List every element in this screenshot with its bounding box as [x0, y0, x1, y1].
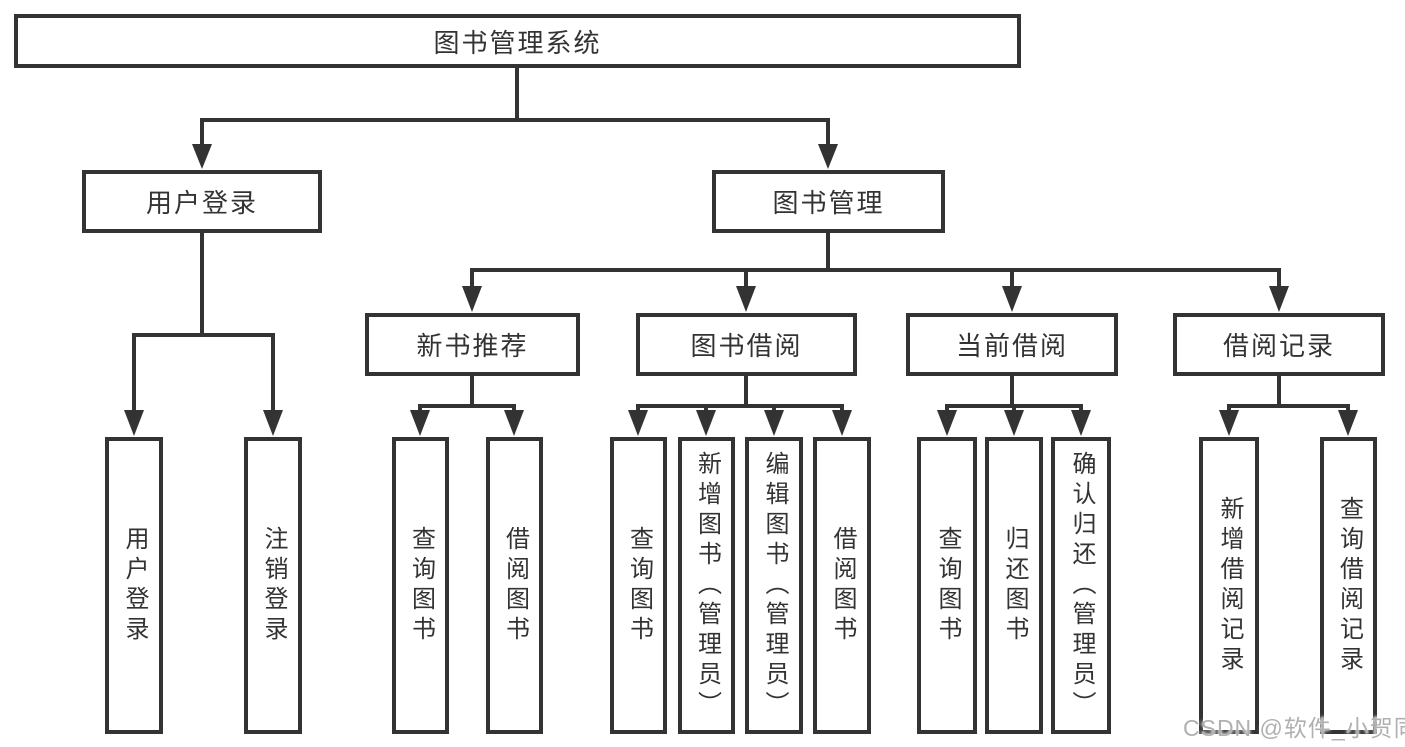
arrowhead-user-login-leaf	[124, 410, 144, 436]
arrowhead-new-book-recommend	[462, 286, 482, 312]
node-bb-add-books-admin-label: 新增图书（管理员）	[693, 450, 721, 721]
node-library-system-label: 图书管理系统	[433, 27, 602, 58]
node-nr-borrow-books-label: 借阅图书	[501, 525, 529, 646]
arrowhead-bb-edit	[764, 410, 784, 436]
node-cb-return-books-label: 归还图书	[1001, 525, 1028, 646]
node-br-add-record: 新增借阅记录	[1199, 437, 1259, 734]
node-book-borrow: 图书借阅	[636, 313, 857, 376]
node-logout-label: 注销登录	[260, 525, 287, 646]
node-nr-query-books-label: 查询图书	[407, 525, 435, 646]
node-bb-borrow-books: 借阅图书	[813, 437, 871, 734]
node-logout: 注销登录	[244, 437, 302, 734]
node-cb-query-books: 查询图书	[917, 437, 977, 734]
node-user-login-leaf-label: 用户登录	[121, 525, 148, 646]
node-borrow-records: 借阅记录	[1173, 313, 1385, 376]
node-user-login-label: 用户登录	[145, 188, 258, 218]
node-nr-query-books: 查询图书	[392, 437, 449, 734]
arrowhead-bb-query	[628, 410, 648, 436]
arrowhead-logout	[263, 410, 283, 436]
node-user-login-leaf: 用户登录	[105, 437, 163, 734]
arrowhead-borrow-records	[1269, 286, 1289, 312]
node-bb-edit-books-admin: 编辑图书（管理员）	[745, 437, 803, 734]
node-cb-query-books-label: 查询图书	[934, 525, 961, 646]
arrowhead-br-query	[1338, 410, 1358, 436]
node-bb-borrow-books-label: 借阅图书	[829, 525, 856, 646]
arrowhead-cb-confirm	[1071, 410, 1091, 436]
node-new-book-recommend-label: 新书推荐	[416, 331, 529, 361]
node-br-add-record-label: 新增借阅记录	[1216, 495, 1243, 676]
node-bb-edit-books-admin-label: 编辑图书（管理员）	[761, 450, 788, 721]
arrowhead-book-management	[818, 144, 838, 169]
node-user-login: 用户登录	[82, 170, 322, 233]
node-cb-confirm-return-admin: 确认归还（管理员）	[1051, 437, 1111, 734]
node-bb-query-books-label: 查询图书	[625, 525, 653, 646]
arrowhead-nr-query	[410, 410, 430, 436]
node-bb-query-books: 查询图书	[610, 437, 667, 734]
node-bb-add-books-admin: 新增图书（管理员）	[678, 437, 735, 734]
node-borrow-records-label: 借阅记录	[1222, 331, 1335, 361]
arrowhead-nr-borrow	[504, 410, 524, 436]
node-current-borrow: 当前借阅	[906, 313, 1118, 376]
arrowhead-user-login	[192, 144, 212, 169]
arrowhead-br-add	[1219, 410, 1239, 436]
node-br-query-record-label: 查询借阅记录	[1335, 495, 1363, 676]
node-new-book-recommend: 新书推荐	[365, 313, 580, 376]
node-nr-borrow-books: 借阅图书	[486, 437, 543, 734]
arrowhead-bb-add	[696, 410, 716, 436]
csdn-watermark: CSDN @软件_小贺同学	[1183, 715, 1405, 741]
node-book-management-label: 图书管理	[772, 188, 885, 218]
node-cb-confirm-return-admin-label: 确认归还（管理员）	[1068, 450, 1095, 721]
node-library-system: 图书管理系统	[14, 14, 1021, 68]
node-current-borrow-label: 当前借阅	[955, 331, 1068, 361]
node-br-query-record: 查询借阅记录	[1320, 437, 1377, 734]
node-book-borrow-label: 图书借阅	[690, 331, 803, 361]
node-book-management: 图书管理	[712, 170, 945, 233]
arrowhead-bb-borrow	[832, 410, 852, 436]
arrowhead-book-borrow	[736, 286, 756, 312]
node-cb-return-books: 归还图书	[985, 437, 1043, 734]
arrowhead-cb-query	[937, 410, 957, 436]
arrowhead-cb-return	[1004, 410, 1024, 436]
arrowhead-current-borrow	[1002, 286, 1022, 312]
